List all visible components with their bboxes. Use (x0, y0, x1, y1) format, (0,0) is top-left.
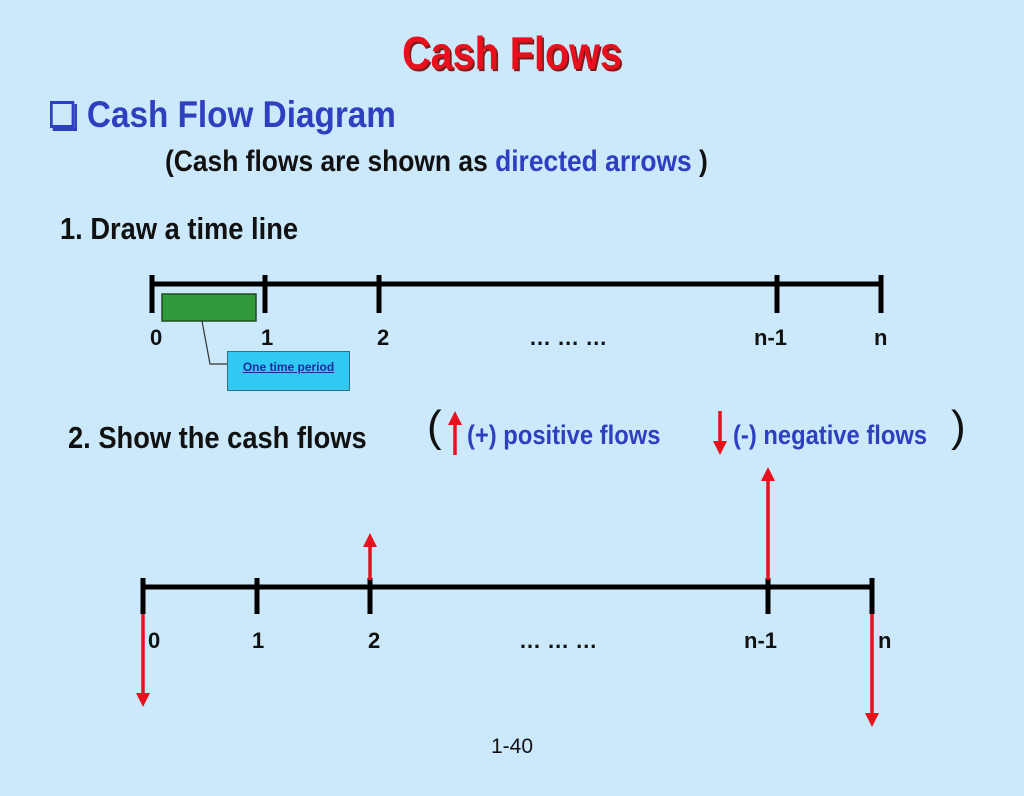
legend-close-paren: ) (951, 402, 966, 451)
legend-negative-flows: (-) negative flows (733, 420, 928, 450)
subtitle-highlight: directed arrows (495, 145, 692, 178)
timeline-1-label-1: 1 (261, 325, 274, 350)
checkbox-bullet-icon (50, 101, 75, 128)
subtitle: (Cash flows are shown as directed arrows… (165, 145, 708, 179)
timeline-1-label-n: n (874, 325, 888, 350)
one-period-box (161, 293, 257, 322)
timeline-2-label-ellipsis: … … … (519, 628, 598, 653)
step-1-text: 1. Draw a time line (60, 211, 299, 246)
timeline-1-label-ellipsis: … … … (529, 325, 608, 350)
timeline-1-label-2: 2 (377, 325, 390, 350)
slide-title: Cash Flows (402, 27, 622, 79)
timeline-2-label-1: 1 (252, 628, 265, 653)
step-2-text: 2. Show the cash flows (68, 420, 367, 455)
page-number: 1-40 (490, 735, 534, 758)
timeline-1-label-0: 0 (150, 325, 163, 350)
one-time-period-callout: One time period (227, 351, 350, 391)
timeline-2-label-n: n (878, 628, 892, 653)
timeline-1-label-n-1: n-1 (754, 325, 787, 350)
legend-open-paren: ( (427, 402, 442, 451)
timeline-2-label-2: 2 (368, 628, 381, 653)
section-heading-text: Cash Flow Diagram (86, 94, 396, 135)
legend-positive-flows: (+) positive flows (467, 420, 661, 450)
section-heading: Cash Flow Diagram (50, 94, 396, 136)
subtitle-suffix: ) (691, 145, 708, 178)
timeline-2-label-n-1: n-1 (744, 628, 777, 653)
timeline-2-label-0: 0 (148, 628, 161, 653)
callout-leader-line (201, 320, 227, 365)
subtitle-prefix: (Cash flows are shown as (165, 145, 496, 178)
